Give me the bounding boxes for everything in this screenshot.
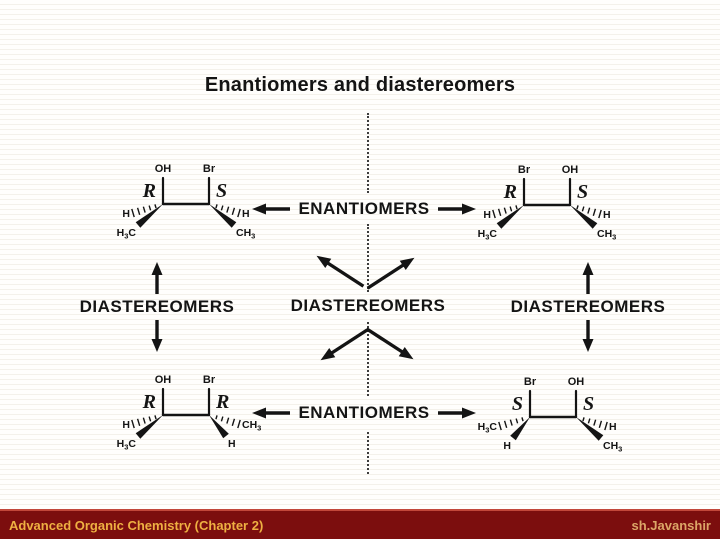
arrow-right-icon: [437, 201, 476, 217]
footer-course-title: Advanced Organic Chemistry (Chapter 2): [9, 517, 264, 533]
svg-text:Br: Br: [203, 374, 216, 386]
center-dotted-line: [367, 224, 369, 292]
diastereomers-right-label: DIASTEREOMERS: [510, 297, 666, 316]
enantiomers-top-label: ENANTIOMERS: [298, 199, 430, 218]
svg-text:OH: OH: [562, 164, 579, 176]
diastereomers-center-relationship: DIASTEREOMERS: [268, 296, 468, 316]
svg-text:H: H: [228, 438, 236, 450]
svg-text:S: S: [216, 180, 227, 202]
svg-text:H3C: H3C: [478, 228, 498, 242]
center-dotted-line: [367, 432, 369, 474]
svg-text:R: R: [142, 391, 156, 413]
svg-text:CH3: CH3: [603, 440, 622, 454]
diastereomers-left-label: DIASTEREOMERS: [79, 297, 235, 316]
svg-text:H: H: [483, 209, 491, 221]
arrow-left-icon: [252, 405, 291, 421]
svg-text:H: H: [603, 209, 611, 221]
svg-text:Br: Br: [203, 163, 216, 175]
svg-text:H: H: [242, 208, 250, 220]
arrow-right-icon: [437, 405, 476, 421]
arrow-down-icon: [149, 320, 165, 352]
diastereomers-center-label: DIASTEREOMERS: [290, 296, 446, 315]
footer-bar: Advanced Organic Chemistry (Chapter 2) s…: [0, 511, 720, 539]
arrow-up-icon: [580, 262, 596, 294]
svg-text:H3C: H3C: [117, 438, 137, 452]
svg-text:R: R: [142, 180, 156, 202]
enantiomers-bottom-label: ENANTIOMERS: [298, 403, 430, 422]
arrow-down-left-icon: [316, 323, 372, 367]
arrow-left-icon: [252, 201, 291, 217]
footer-accent-stripe: [0, 509, 720, 511]
svg-text:H: H: [122, 419, 130, 431]
diastereomers-right-relationship: DIASTEREOMERS: [488, 262, 688, 352]
center-dotted-line: [367, 322, 369, 396]
svg-text:S: S: [583, 393, 594, 415]
svg-text:S: S: [512, 393, 523, 415]
center-dotted-line: [367, 113, 369, 193]
svg-text:Br: Br: [518, 164, 531, 176]
svg-text:CH3: CH3: [242, 419, 261, 433]
svg-text:H3C: H3C: [117, 227, 137, 241]
svg-text:H: H: [122, 208, 130, 220]
svg-text:R: R: [215, 391, 229, 413]
arrow-down-right-icon: [362, 322, 418, 366]
arrow-up-left-icon: [312, 249, 368, 293]
arrow-down-icon: [580, 320, 596, 352]
svg-text:Br: Br: [524, 376, 537, 388]
svg-text:H: H: [609, 421, 617, 433]
footer-author: sh.Javanshir: [631, 517, 712, 533]
svg-text:OH: OH: [568, 376, 585, 388]
enantiomers-bottom-relationship: ENANTIOMERS: [242, 400, 486, 426]
svg-text:OH: OH: [155, 374, 172, 386]
svg-text:OH: OH: [155, 163, 172, 175]
svg-text:R: R: [503, 181, 517, 203]
diastereomers-left-relationship: DIASTEREOMERS: [57, 262, 257, 352]
svg-text:H: H: [503, 440, 511, 452]
svg-text:CH3: CH3: [236, 227, 255, 241]
svg-text:CH3: CH3: [597, 228, 616, 242]
svg-text:H3C: H3C: [478, 421, 498, 435]
arrow-up-icon: [149, 262, 165, 294]
arrow-up-right-icon: [363, 251, 419, 295]
enantiomers-top-relationship: ENANTIOMERS: [242, 196, 486, 222]
svg-text:S: S: [577, 181, 588, 203]
slide-title: Enantiomers and diastereomers: [204, 74, 516, 96]
footer: Advanced Organic Chemistry (Chapter 2) s…: [0, 509, 720, 539]
